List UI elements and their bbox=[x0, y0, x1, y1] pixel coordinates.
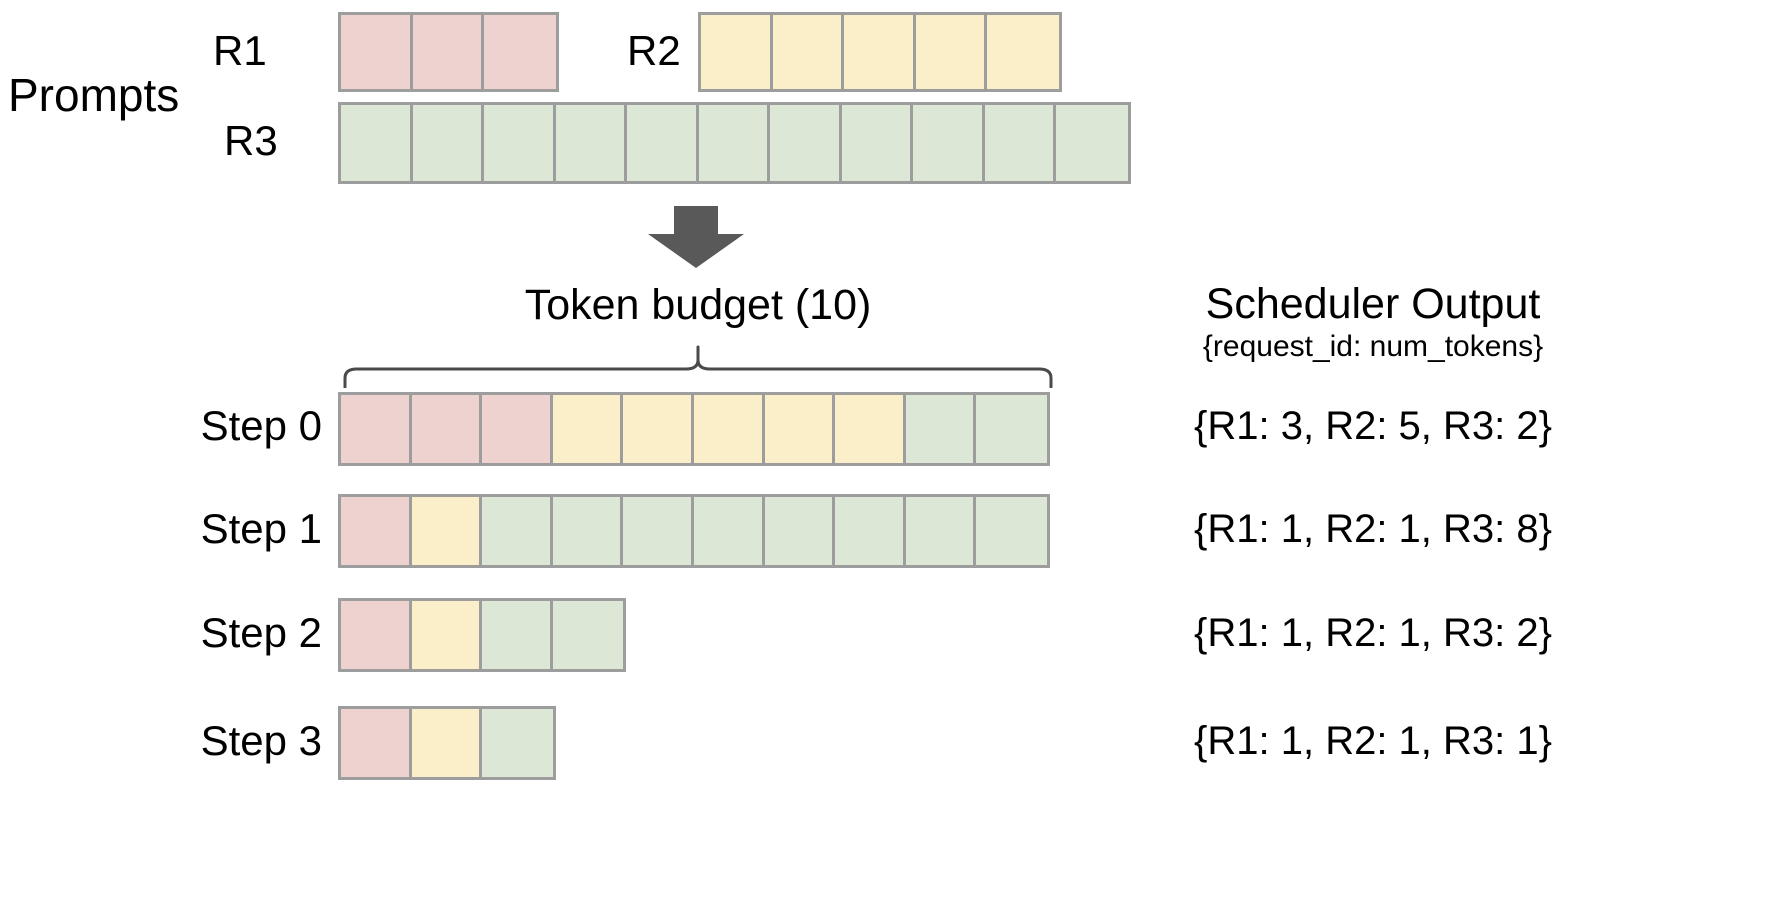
token-cell bbox=[701, 15, 773, 89]
step-label-3: Step 3 bbox=[200, 717, 322, 764]
step-token-row-0 bbox=[338, 392, 1050, 466]
down-arrow-icon bbox=[636, 206, 756, 268]
token-cell bbox=[1056, 105, 1128, 181]
token-cell-r2 bbox=[411, 497, 483, 565]
prompts-section-label: Prompts bbox=[8, 69, 180, 121]
request-label-r2: R2 bbox=[627, 27, 681, 74]
token-cell-r3 bbox=[976, 497, 1047, 565]
token-cell-r2 bbox=[835, 395, 906, 463]
token-cell bbox=[770, 105, 842, 181]
token-cell-r3 bbox=[552, 601, 624, 669]
token-cell bbox=[341, 105, 413, 181]
token-cell-r3 bbox=[905, 395, 977, 463]
scheduler-output-step-0: {R1: 3, R2: 5, R3: 2} bbox=[1194, 404, 1552, 448]
step-label-0: Step 0 bbox=[200, 402, 322, 449]
step-token-row-1 bbox=[338, 494, 1050, 568]
prompt-token-row-r2 bbox=[698, 12, 1062, 92]
token-cell bbox=[627, 105, 699, 181]
token-cell-r2 bbox=[411, 601, 483, 669]
scheduler-output-step-2: {R1: 1, R2: 1, R3: 2} bbox=[1194, 611, 1552, 655]
prompt-token-row-r3 bbox=[338, 102, 1131, 184]
request-label-r3: R3 bbox=[224, 117, 278, 164]
token-cell bbox=[772, 15, 844, 89]
token-cell-r1 bbox=[482, 395, 553, 463]
token-cell bbox=[987, 15, 1059, 89]
step-token-row-2 bbox=[338, 598, 627, 672]
token-cell bbox=[555, 105, 627, 181]
token-cell bbox=[484, 15, 556, 89]
token-cell bbox=[984, 105, 1056, 181]
token-cell bbox=[844, 15, 916, 89]
token-cell bbox=[412, 105, 484, 181]
token-cell-r3 bbox=[482, 709, 553, 777]
token-cell bbox=[913, 105, 985, 181]
down-arrow-glyph bbox=[648, 206, 744, 268]
scheduler-output-step-1: {R1: 1, R2: 1, R3: 8} bbox=[1194, 507, 1552, 551]
token-cell bbox=[698, 105, 770, 181]
token-cell-r3 bbox=[623, 497, 694, 565]
prompt-token-row-r1 bbox=[338, 12, 559, 92]
token-cell-r1 bbox=[411, 395, 483, 463]
token-cell-r3 bbox=[482, 497, 553, 565]
token-cell-r3 bbox=[693, 497, 765, 565]
token-cell-r3 bbox=[552, 497, 624, 565]
token-cell-r3 bbox=[835, 497, 906, 565]
scheduler-output-step-3: {R1: 1, R2: 1, R3: 1} bbox=[1194, 719, 1552, 763]
scheduler-output-subtitle: {request_id: num_tokens} bbox=[1202, 330, 1544, 363]
token-cell bbox=[412, 15, 484, 89]
token-cell bbox=[915, 15, 987, 89]
token-budget-title: Token budget (10) bbox=[524, 281, 872, 329]
token-cell-r1 bbox=[341, 497, 412, 565]
step-label-1: Step 1 bbox=[200, 505, 322, 552]
step-token-row-3 bbox=[338, 706, 556, 780]
curly-brace-icon bbox=[342, 344, 1054, 389]
token-cell-r3 bbox=[905, 497, 977, 565]
token-cell-r2 bbox=[623, 395, 694, 463]
token-cell-r2 bbox=[693, 395, 765, 463]
token-cell-r1 bbox=[341, 709, 412, 777]
step-label-2: Step 2 bbox=[200, 609, 322, 656]
token-cell-r2 bbox=[411, 709, 483, 777]
token-cell-r1 bbox=[341, 601, 412, 669]
scheduler-output-title: Scheduler Output bbox=[1205, 280, 1541, 328]
token-cell-r3 bbox=[482, 601, 553, 669]
curly-brace-glyph bbox=[343, 345, 1053, 389]
token-cell bbox=[341, 15, 413, 89]
token-cell bbox=[841, 105, 913, 181]
token-cell bbox=[484, 105, 556, 181]
token-cell-r3 bbox=[764, 497, 836, 565]
token-cell-r2 bbox=[552, 395, 624, 463]
request-label-r1: R1 bbox=[213, 27, 267, 74]
token-cell-r1 bbox=[341, 395, 412, 463]
token-cell-r2 bbox=[764, 395, 836, 463]
token-cell-r3 bbox=[976, 395, 1047, 463]
